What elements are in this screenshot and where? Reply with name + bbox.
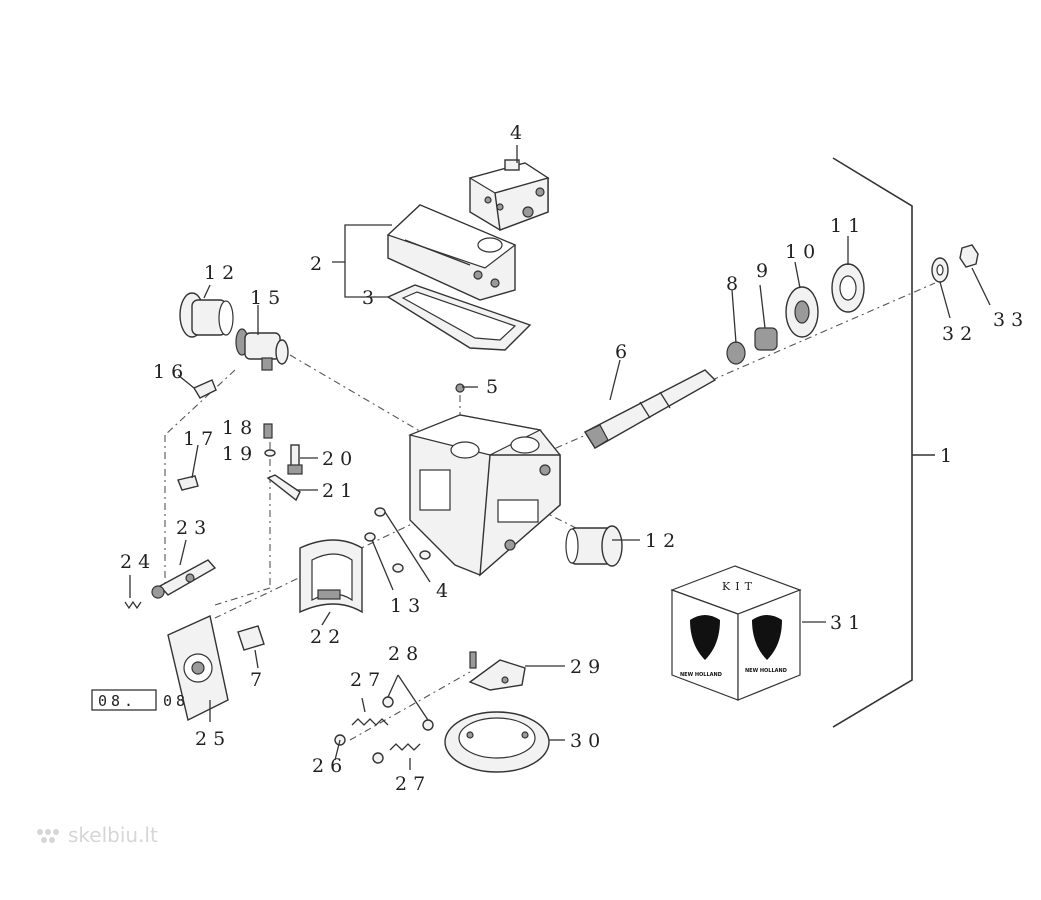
watermark-text: skelbiu.lt	[68, 823, 158, 847]
part-washer-32	[931, 257, 949, 283]
part-ring-11	[831, 263, 865, 313]
callout-4-lower: 4	[436, 580, 454, 602]
part-base-plate-30	[444, 711, 550, 773]
part-valve-block	[468, 159, 550, 231]
part-springs	[334, 696, 434, 764]
part-spring-24	[124, 600, 142, 610]
part-plug	[455, 383, 465, 393]
part-hub-10	[785, 286, 819, 338]
callout-21: 21	[322, 480, 358, 502]
callout-7: 7	[250, 669, 268, 691]
assembly-bracket	[832, 157, 935, 728]
kit-box-icon: KIT NEW HOLLAND NEW HOLLAND	[670, 565, 802, 701]
part-cover	[386, 204, 517, 301]
callout-4: 4	[510, 122, 528, 144]
watermark: skelbiu.lt	[37, 823, 158, 847]
callout-24: 24	[120, 551, 156, 573]
callout-29: 29	[570, 656, 606, 678]
part-lever-21	[266, 474, 301, 502]
leader-lines	[129, 145, 991, 770]
kit-label: KIT	[722, 580, 757, 593]
callout-27-upper: 27	[350, 669, 386, 691]
callout-numbers: 4 2 3 12 15 16 5 6 8 9 10 11 32 33 1 17 …	[120, 122, 1029, 795]
callout-16: 16	[153, 361, 189, 383]
callout-13: 13	[390, 595, 426, 617]
part-plate-29	[468, 651, 526, 691]
callout-18: 18	[222, 417, 258, 439]
callout-17: 17	[183, 428, 219, 450]
part-plate-25	[167, 615, 229, 722]
reference-box: 08. 08	[91, 689, 189, 711]
callout-33: 33	[993, 309, 1029, 331]
brand-label-left: NEW HOLLAND	[680, 672, 722, 678]
callout-28: 28	[388, 643, 424, 665]
part-washer-19	[264, 449, 276, 457]
part-shaft	[584, 369, 717, 449]
part-cylinder-upper	[179, 292, 234, 338]
watermark-dots-icon	[37, 829, 59, 843]
part-bracket-22	[299, 539, 363, 614]
callout-3: 3	[362, 287, 380, 309]
callout-12-upper: 12	[204, 262, 240, 284]
assembly-axes	[164, 282, 936, 741]
callout-1: 1	[940, 445, 958, 467]
part-bearing-8	[726, 341, 746, 365]
part-block-7	[237, 625, 265, 651]
part-main-housing	[408, 414, 561, 577]
callout-19: 19	[222, 443, 258, 465]
callout-12-lower: 12	[645, 530, 681, 552]
callout-27-lower: 27	[395, 773, 431, 795]
callout-31: 31	[830, 612, 866, 634]
brand-label-right: NEW HOLLAND	[745, 668, 787, 674]
callout-8: 8	[726, 273, 744, 295]
callout-6: 6	[615, 341, 633, 363]
part-lever-23	[151, 559, 217, 599]
callout-5: 5	[486, 376, 504, 398]
callout-10: 10	[785, 241, 821, 263]
callout-32: 32	[942, 323, 978, 345]
callout-26: 26	[312, 755, 348, 777]
part-bolt-18	[263, 423, 273, 439]
callout-20: 20	[322, 448, 358, 470]
new-holland-leaf-logo	[690, 615, 782, 660]
reference-label: 08.	[98, 692, 137, 710]
part-stud-20	[287, 444, 303, 475]
part-bearing-9	[754, 327, 778, 351]
callout-11: 11	[830, 215, 866, 237]
callout-23: 23	[176, 517, 212, 539]
part-clip	[192, 379, 217, 399]
part-gasket	[386, 284, 532, 351]
callout-2: 2	[310, 253, 328, 275]
callout-9: 9	[756, 260, 774, 282]
part-pin	[177, 475, 199, 491]
callout-30: 30	[570, 730, 606, 752]
part-sleeve	[235, 328, 289, 371]
callout-25: 25	[195, 728, 231, 750]
part-cylinder-lower	[565, 525, 623, 567]
reference-suffix: 08	[163, 692, 189, 710]
part-nut-33	[959, 244, 979, 268]
callout-15: 15	[250, 287, 286, 309]
callout-22: 22	[310, 626, 346, 648]
